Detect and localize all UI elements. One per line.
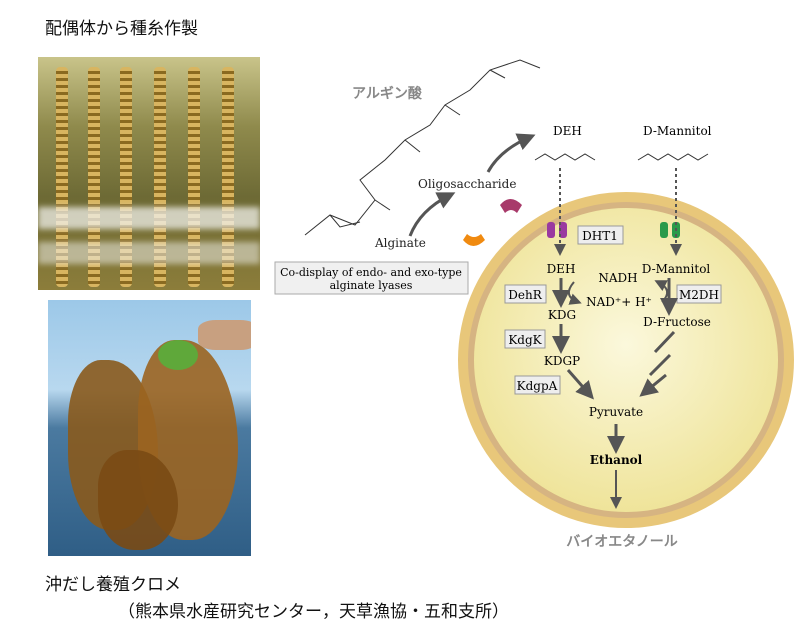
oligosaccharide-label: Oligosaccharide [418,177,516,191]
mannitol-transporter-icon [660,222,668,238]
exo-lyase-icon [463,234,485,246]
codisplay-label: Co-display of endo- and exo-type [280,266,462,279]
kurome-cultivation-photo [48,300,251,556]
alginate-label: Alginate [374,236,426,250]
kdgpa-label: KdgpA [517,379,558,393]
mannitol-label: D-Mannitol [642,262,711,276]
m2dh-label: M2DH [679,288,719,302]
cell-cytoplasm [474,208,778,512]
nadh-label: NADH [598,271,637,285]
deh-structure-icon [534,153,596,161]
pyruvate-label: Pyruvate [589,405,643,419]
gametophyte-seed-string-photo [38,57,260,290]
codisplay-box [274,261,469,295]
bottom-caption-source: （熊本県水産研究センター，天草漁協・五和支所） [118,602,509,622]
dehr-label: DehR [508,288,542,302]
fructose-label: D-Fructose [643,315,711,329]
alginic-acid-label: アルギン酸 [352,85,423,102]
bottom-caption-title: 沖だし養殖クロメ [45,575,181,595]
kdg-label: KDG [548,308,576,322]
dht1-label: DHT1 [582,229,618,243]
dht1-transporter-icon [547,222,555,238]
bioethanol-label: バイオエタノール [566,534,678,550]
mannitol-structure-icon [637,153,709,161]
mannitol-top-label: D-Mannitol [643,124,712,138]
alginate-structure-icon [304,59,541,236]
ethanol-label: Ethanol [590,453,643,467]
kdgp-label: KDGP [544,354,580,368]
codisplay-label: alginate lyases [330,279,413,292]
deh-label: DEH [547,262,576,276]
top-caption: 配偶体から種糸作製 [45,19,198,39]
kdgk-label: KdgK [508,333,542,347]
deh-top-label: DEH [553,124,582,138]
nad-label: NAD⁺+ H⁺ [586,295,652,309]
endo-lyase-icon [500,199,522,213]
